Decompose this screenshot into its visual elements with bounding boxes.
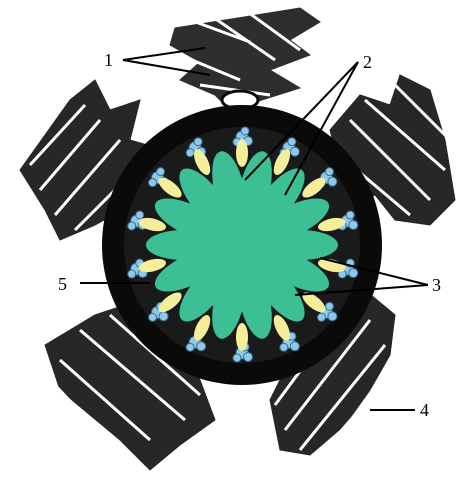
blue-cell [128,270,136,278]
blue-cell [186,343,194,351]
yellow-wedge [236,139,248,167]
blue-cell [325,168,333,176]
blue-cell [197,342,206,351]
blue-cell [149,313,157,321]
blue-cell [128,222,136,230]
blue-cell [328,177,337,186]
blue-cell [194,138,202,146]
blue-cell [349,220,358,229]
blue-cell [241,127,249,135]
label-5: 5 [58,274,67,294]
label-4: 4 [420,400,429,420]
blue-cell [290,147,299,156]
blue-cell [280,343,288,351]
blue-cell [349,269,358,278]
blue-cell [290,342,299,351]
blue-cell [325,302,333,310]
blue-cell [136,211,144,219]
blue-cell [346,211,354,219]
blue-cell [233,354,241,362]
yellow-wedge [236,323,248,351]
blue-cell [288,138,296,146]
blue-cell [244,353,253,362]
label-2: 2 [363,52,372,72]
blue-cell [157,168,165,176]
green-center [200,203,284,287]
blue-cell [186,149,194,157]
label-1: 1 [104,50,113,70]
blue-cell [317,313,325,321]
label-3: 3 [432,275,441,295]
blue-cell [159,312,168,321]
blue-cell [149,179,157,187]
arm-top [170,8,320,110]
blue-cell [328,312,337,321]
